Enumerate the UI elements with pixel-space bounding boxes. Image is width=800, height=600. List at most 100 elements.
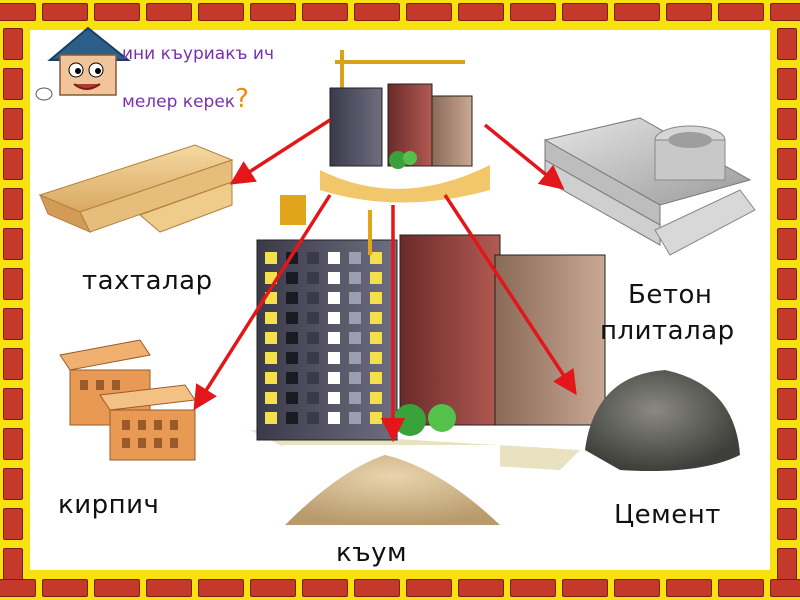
frame-brick: [3, 388, 23, 420]
frame-brick: [770, 3, 800, 21]
title-line-2: мелер керек?: [122, 84, 249, 114]
building-window: [307, 252, 319, 264]
title-line-2-text: мелер керек: [122, 92, 236, 112]
building-window: [265, 312, 277, 324]
building-window: [265, 392, 277, 404]
building-window: [349, 412, 361, 424]
building-window: [307, 332, 319, 344]
frame-brick: [3, 68, 23, 100]
cartoon-house-mascot-icon: [35, 26, 131, 101]
building-window: [370, 292, 382, 304]
frame-brick: [0, 579, 36, 597]
building-window: [265, 412, 277, 424]
building-window: [328, 352, 340, 364]
frame-brick: [250, 3, 296, 21]
building-window: [349, 312, 361, 324]
building-window: [349, 392, 361, 404]
frame-brick: [42, 3, 88, 21]
frame-brick: [777, 268, 797, 300]
frame-brick: [562, 579, 608, 597]
building-window: [307, 312, 319, 324]
building-window: [328, 312, 340, 324]
frame-brick: [198, 579, 244, 597]
frame-brick: [718, 579, 764, 597]
building-window: [370, 272, 382, 284]
label-cement: Цемент: [614, 500, 721, 530]
frame-brick: [302, 3, 348, 21]
frame-brick: [354, 579, 400, 597]
arrow-to-boards: [229, 118, 331, 185]
sand-pile-icon: [283, 445, 500, 537]
building-window: [307, 372, 319, 384]
building-window: [370, 372, 382, 384]
building-window: [349, 352, 361, 364]
building-window: [328, 392, 340, 404]
frame-brick: [250, 579, 296, 597]
frame-brick: [777, 468, 797, 500]
building-window: [328, 412, 340, 424]
frame-brick: [3, 468, 23, 500]
frame-brick: [770, 579, 800, 597]
frame-brick: [777, 428, 797, 460]
building-window: [307, 272, 319, 284]
frame-brick: [777, 548, 797, 580]
building-window: [286, 312, 298, 324]
building-window: [286, 292, 298, 304]
arrow-to-concrete: [483, 123, 565, 190]
question-mark: ?: [235, 84, 249, 114]
frame-brick: [777, 348, 797, 380]
frame-brick: [94, 579, 140, 597]
building-window: [349, 292, 361, 304]
arrow-to-brick: [193, 194, 332, 411]
frame-brick: [777, 388, 797, 420]
frame-brick: [0, 3, 36, 21]
frame-brick: [777, 228, 797, 260]
frame-brick: [3, 508, 23, 540]
frame-brick: [718, 3, 764, 21]
frame-brick: [777, 148, 797, 180]
frame-brick: [777, 188, 797, 220]
building-window: [370, 352, 382, 364]
building-window: [307, 352, 319, 364]
building-window: [286, 352, 298, 364]
frame-brick: [666, 579, 712, 597]
frame-brick: [406, 3, 452, 21]
building-window: [286, 392, 298, 404]
frame-brick: [3, 188, 23, 220]
frame-brick: [3, 268, 23, 300]
title-line-1: ини къуриакъ ич: [122, 44, 274, 64]
building-window: [328, 332, 340, 344]
frame-brick: [777, 508, 797, 540]
building-window: [286, 332, 298, 344]
frame-brick: [777, 308, 797, 340]
building-window: [328, 272, 340, 284]
building-window: [370, 412, 382, 424]
building-window: [307, 292, 319, 304]
frame-brick: [3, 228, 23, 260]
frame-brick: [562, 3, 608, 21]
building-window: [328, 292, 340, 304]
building-window: [349, 332, 361, 344]
building-window: [328, 252, 340, 264]
building-window: [370, 392, 382, 404]
building-window: [328, 372, 340, 384]
frame-brick: [666, 3, 712, 21]
frame-brick: [458, 3, 504, 21]
frame-brick: [198, 3, 244, 21]
frame-brick: [302, 579, 348, 597]
building-window: [370, 312, 382, 324]
frame-brick: [614, 579, 660, 597]
label-sand: къум: [336, 538, 408, 568]
brick-icon: [59, 339, 196, 461]
building-window: [307, 412, 319, 424]
building-window: [265, 352, 277, 364]
frame-brick: [510, 579, 556, 597]
frame-brick: [777, 108, 797, 140]
frame-brick: [614, 3, 660, 21]
frame-brick: [3, 28, 23, 60]
frame-brick: [458, 579, 504, 597]
frame-brick: [94, 3, 140, 21]
frame-brick: [777, 28, 797, 60]
building-window: [265, 252, 277, 264]
